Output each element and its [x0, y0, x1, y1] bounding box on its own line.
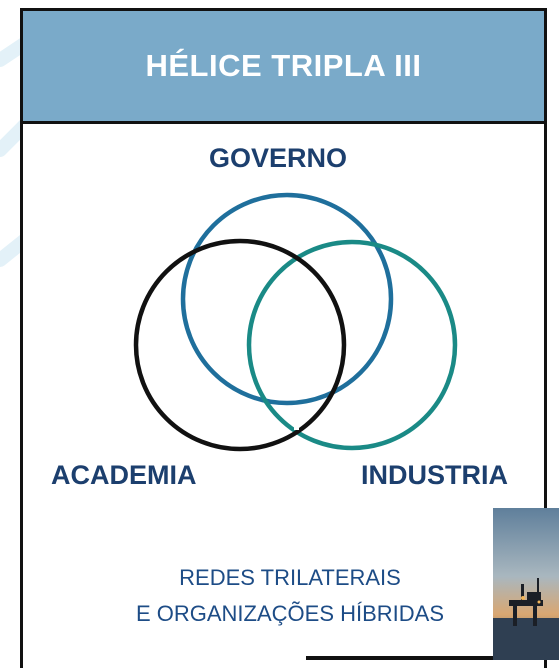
- page-title: HÉLICE TRIPLA III: [145, 48, 422, 83]
- governo-label: GOVERNO: [209, 143, 348, 173]
- card-bottom-edge: [306, 656, 493, 660]
- governo-circle: [180, 192, 394, 406]
- academia-circle: [133, 238, 347, 452]
- interlace-gap-2: [294, 418, 299, 430]
- industria-label: INDUSTRIA: [361, 460, 508, 490]
- platform-icon: [509, 578, 543, 626]
- title-bar: HÉLICE TRIPLA III: [23, 11, 544, 124]
- helice-card: HÉLICE TRIPLA III: [20, 8, 547, 668]
- industria-circle: [246, 239, 458, 451]
- caption-line-1: REDES TRILATERAIS: [179, 565, 401, 590]
- academia-label: ACADEMIA: [51, 460, 197, 490]
- caption-line-2: E ORGANIZAÇÕES HÍBRIDAS: [135, 601, 445, 626]
- interlace-gap-1: [294, 376, 299, 386]
- offshore-platform-photo: [493, 508, 559, 660]
